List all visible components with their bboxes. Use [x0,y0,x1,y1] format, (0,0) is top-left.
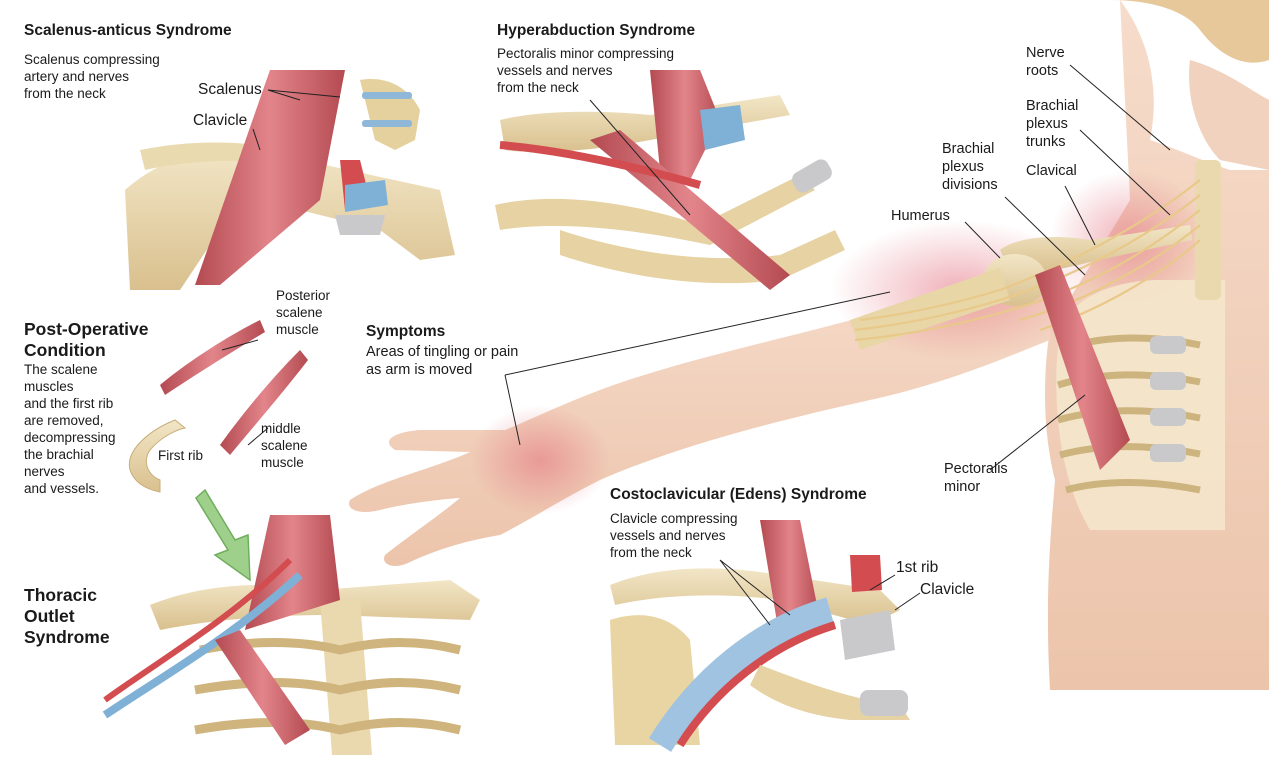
costo-panel-art [610,520,910,752]
label-posterior-scalene: Posterior scalene muscle [276,288,331,337]
scalenus-title: Scalenus-anticus Syndrome [24,22,232,39]
cervical-spine [1195,160,1221,300]
label-brachial-trunks: Brachial plexus trunks [1026,98,1079,150]
label-first-rib-costo: 1st rib [896,559,939,576]
thoracic-title: Thoracic Outlet Syndrome [24,585,110,647]
costoclavicular-description: Clavicle compressing vessels and nerves … [610,511,738,560]
cervical-vertebrae [360,79,420,150]
scalenus-muscle [195,70,345,285]
hyperabduction-description: Pectoralis minor compressing vessels and… [497,46,675,95]
hyperabduction-panel-art [495,70,845,290]
label-nerve-roots: Nerve roots [1026,45,1065,79]
costo-vein [648,597,834,752]
symptoms-title: Symptoms [366,323,446,340]
thoracic-art [102,515,480,755]
scalenus-description: Scalenus compressing artery and nerves f… [24,52,160,101]
leader-lines [221,64,1171,626]
figure-brachial-plexus [854,179,1201,342]
label-clavical: Clavical [1026,163,1077,179]
label-humerus: Humerus [891,208,950,224]
hyperabduction-title: Hyperabduction Syndrome [497,22,696,39]
green-arrow [195,488,251,582]
label-pectoralis-minor: Pectoralis minor [944,461,1008,495]
costoclavicular-title: Costoclavicular (Edens) Syndrome [610,486,867,503]
label-scalenus: Scalenus [198,81,262,98]
costo-artery [850,555,882,592]
post-op-art [128,320,308,582]
label-clavicle-costo: Clavicle [920,581,975,598]
post-op-title: Post-Operative Condition [24,319,149,360]
scalenus-panel-art [125,70,455,290]
figure-pectoralis-minor [1035,265,1130,470]
label-first-rib: First rib [158,448,203,463]
hyper-vein [700,105,745,150]
sternum [320,600,372,755]
symptoms-description: Areas of tingling or pain as arm is move… [366,344,519,378]
post-op-description: The scalene muscles and the first rib ar… [24,362,116,496]
label-middle-scalene: middle scalene muscle [261,421,308,470]
posterior-scalene-piece [160,320,265,395]
label-clavicle-scalenus: Clavicle [193,112,248,129]
subclavian-vein [345,180,388,212]
first-rib-piece [128,419,187,493]
middle-scalene-piece [220,350,308,455]
label-brachial-divisions: Brachial plexus divisions [942,141,998,193]
wrist-pain-area [470,405,610,515]
